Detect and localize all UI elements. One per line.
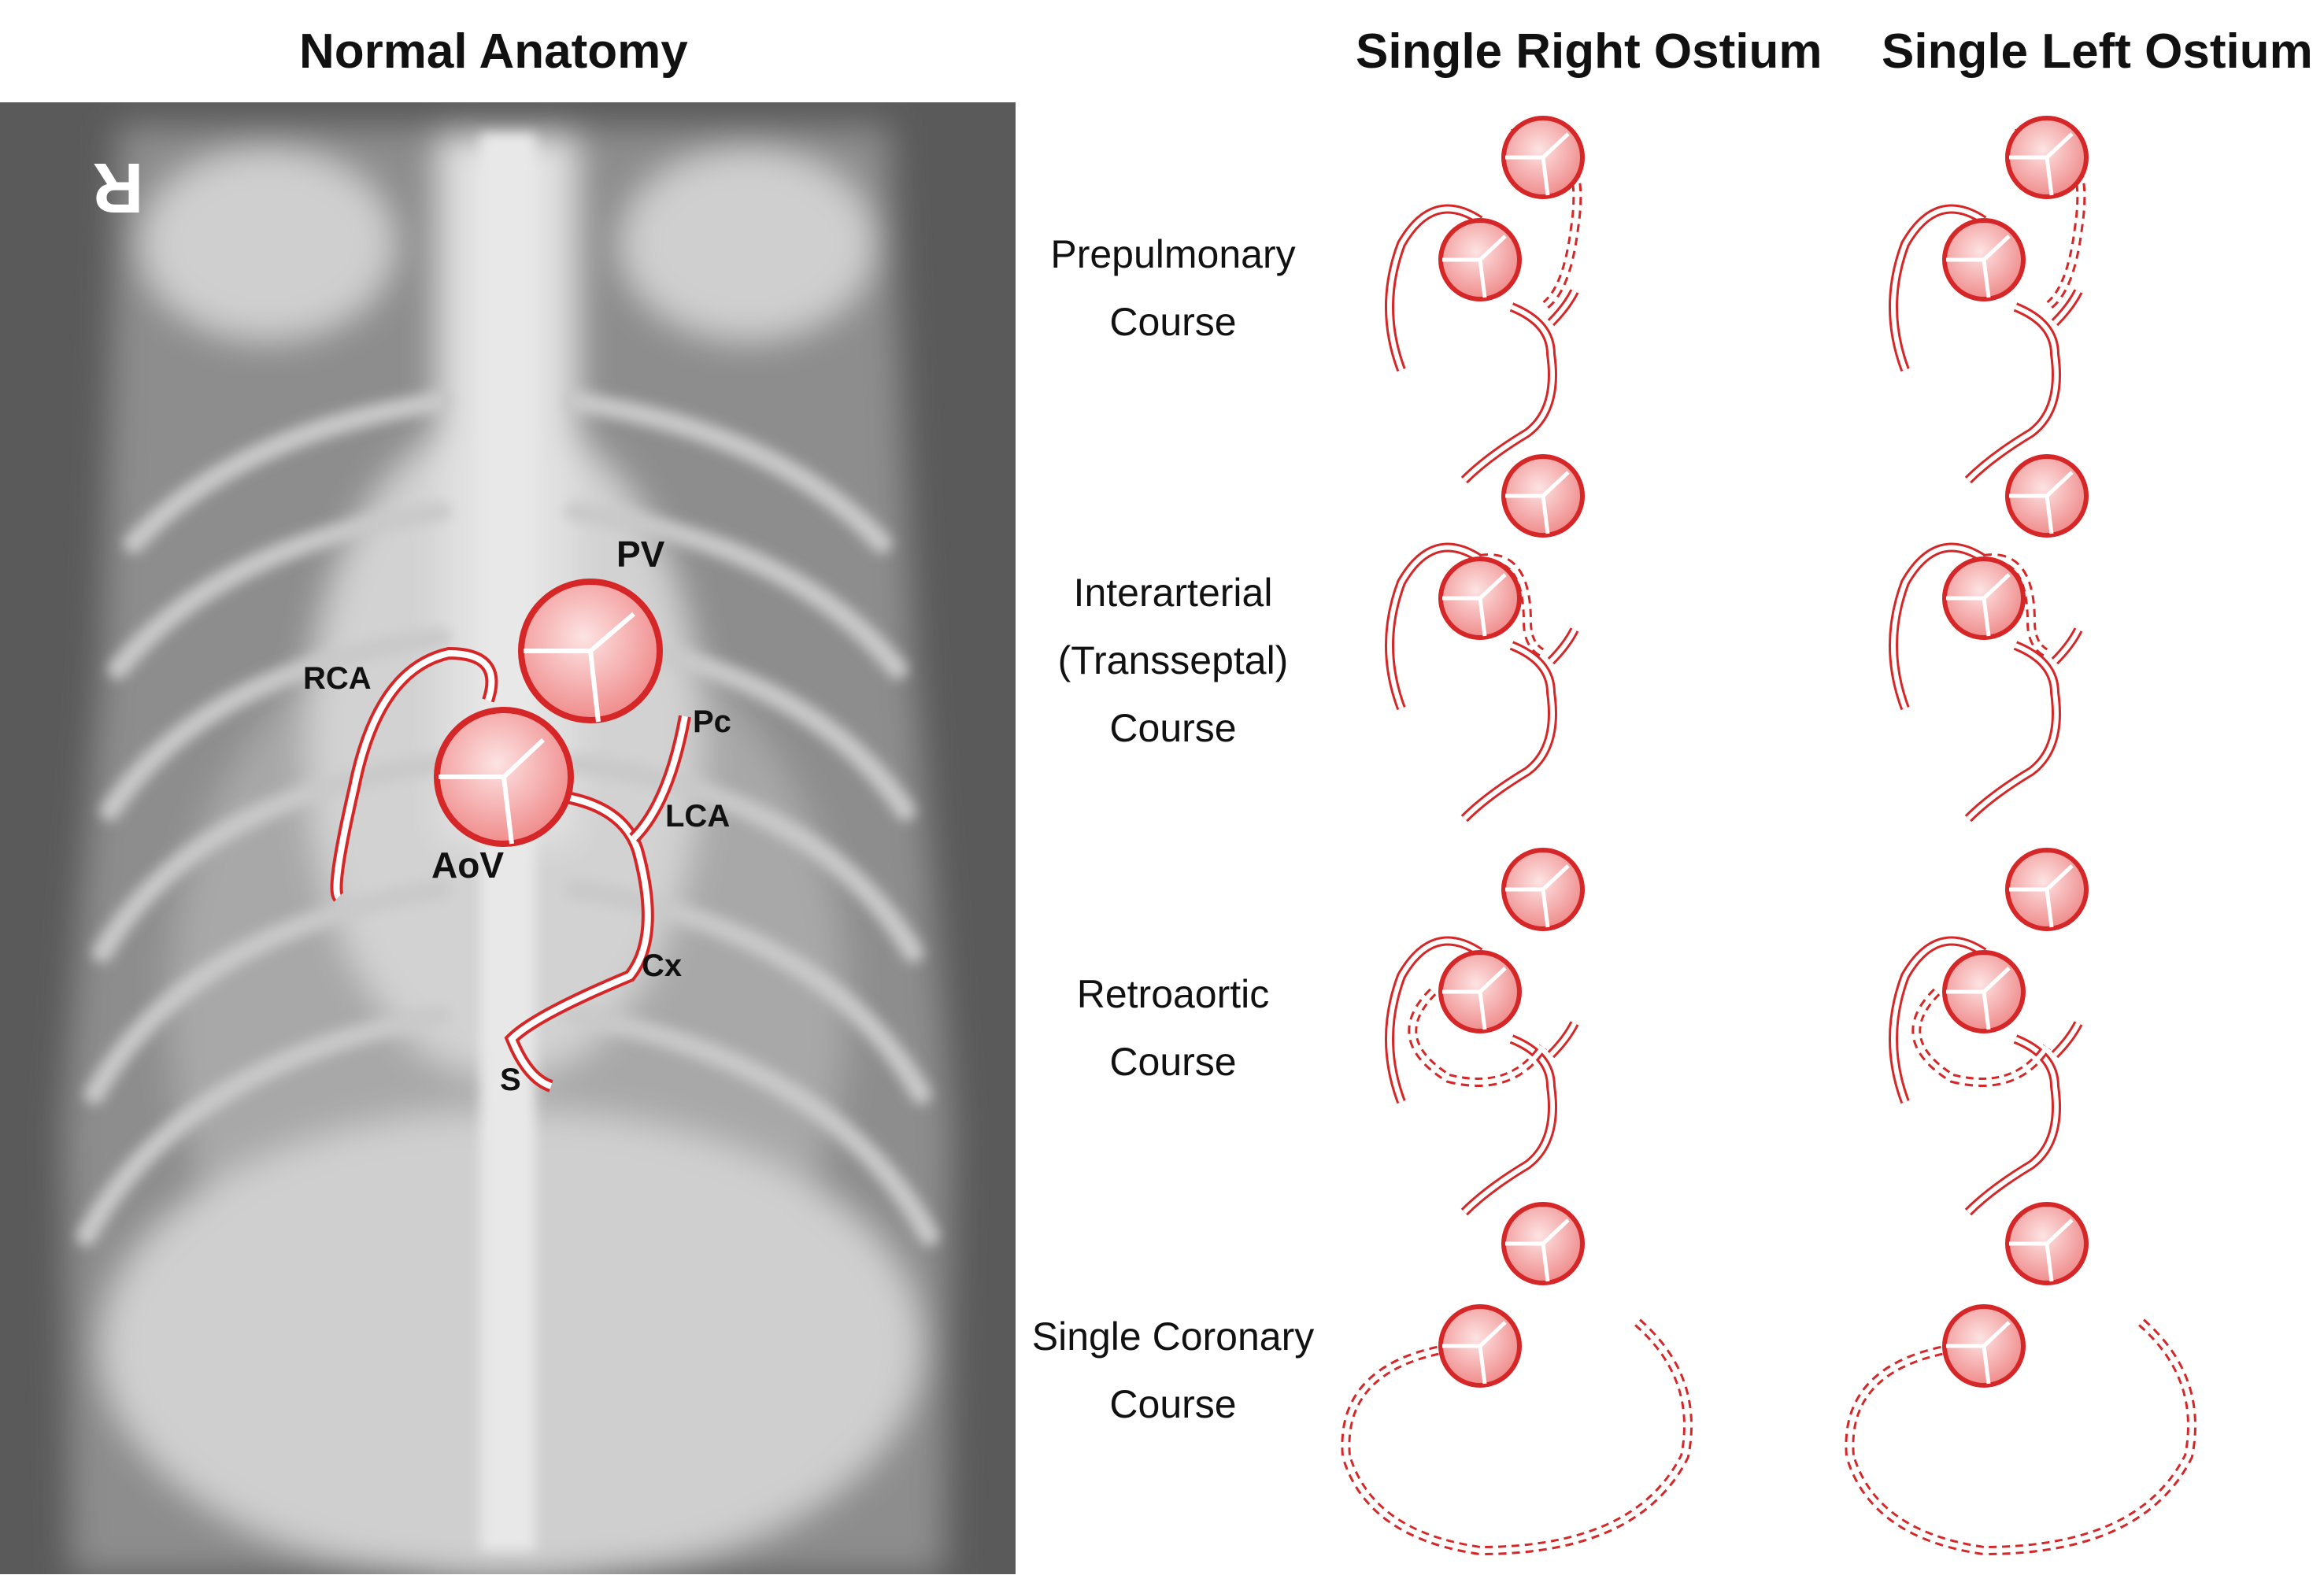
aortic-valve-icon xyxy=(1945,952,2023,1031)
row-label-line: Single Coronary xyxy=(1031,1314,1315,1359)
schematic-row4-right-ostium xyxy=(1341,1204,1693,1556)
schematic-row3-right-ostium xyxy=(1385,850,1582,1216)
aortic-valve xyxy=(434,707,574,847)
row-label-interarterial: Interarterial (Transseptal) Course xyxy=(1008,559,1338,762)
label-pv: PV xyxy=(616,534,665,575)
pulmonary-valve-icon xyxy=(2008,850,2086,929)
lca-vessel xyxy=(504,715,691,1093)
aortic-valve-icon xyxy=(1945,559,2023,638)
pulmonary-valve-icon xyxy=(1504,850,1582,929)
row-label-retroaortic: Retroaortic Course xyxy=(1008,960,1338,1096)
pulmonary-valve-icon xyxy=(2008,1204,2086,1283)
pulmonary-valve xyxy=(518,579,663,723)
ribs xyxy=(76,391,939,1246)
schematic-row2-left-ostium xyxy=(1889,457,2086,823)
row-label-line: Prepulmonary xyxy=(1050,232,1296,276)
aortic-valve-icon xyxy=(1945,1307,2023,1385)
coronary-schematics xyxy=(1341,102,2196,1556)
schematic-row1-right-ostium xyxy=(1385,118,1582,484)
label-s: S xyxy=(500,1063,521,1097)
schematic-row1-left-ostium xyxy=(1889,118,2086,484)
pulmonary-valve-icon xyxy=(2008,457,2086,535)
label-pc: Pc xyxy=(693,704,731,739)
thoracic-radiograph: R PV RCA Pc LCA AoV Cx S xyxy=(0,102,1016,1574)
row-label-line: Course xyxy=(1109,706,1237,750)
schematic-row3-left-ostium xyxy=(1889,850,2086,1216)
row-label-prepulmonary: Prepulmonary Course xyxy=(1008,220,1338,356)
aortic-valve-icon xyxy=(1441,220,1519,299)
label-aov: AoV xyxy=(431,845,504,885)
schematic-row2-right-ostium xyxy=(1385,457,1582,823)
row-label-line: Course xyxy=(1109,300,1237,344)
aortic-valve-icon xyxy=(1441,1307,1519,1385)
pulmonary-valve-icon xyxy=(1504,1204,1582,1283)
pulmonary-valve-icon xyxy=(1504,457,1582,535)
row-label-line: Course xyxy=(1109,1382,1237,1426)
aortic-valve-icon xyxy=(1945,220,2023,299)
row-label-line: Interarterial xyxy=(1073,571,1273,615)
pulmonary-valve-icon xyxy=(1504,118,1582,197)
label-lca: LCA xyxy=(665,799,730,834)
pulmonary-valve-icon xyxy=(2008,118,2086,197)
row-label-line: Course xyxy=(1109,1040,1237,1084)
rca-vessel xyxy=(330,646,498,902)
label-rca: RCA xyxy=(303,661,372,696)
header-single-right-ostium: Single Right Ostium xyxy=(1356,24,1823,79)
aortic-valve-icon xyxy=(1441,559,1519,638)
label-cx: Cx xyxy=(642,948,682,983)
row-label-single-coronary: Single Coronary Course xyxy=(1008,1303,1338,1438)
orientation-marker: R xyxy=(93,148,144,227)
schematic-row4-left-ostium xyxy=(1845,1204,2196,1556)
header-single-left-ostium: Single Left Ostium xyxy=(1882,24,2313,79)
header-normal-anatomy: Normal Anatomy xyxy=(299,24,688,79)
aortic-valve-icon xyxy=(1441,952,1519,1031)
row-label-line: Retroaortic xyxy=(1076,972,1270,1016)
row-label-line: (Transseptal) xyxy=(1057,638,1289,682)
